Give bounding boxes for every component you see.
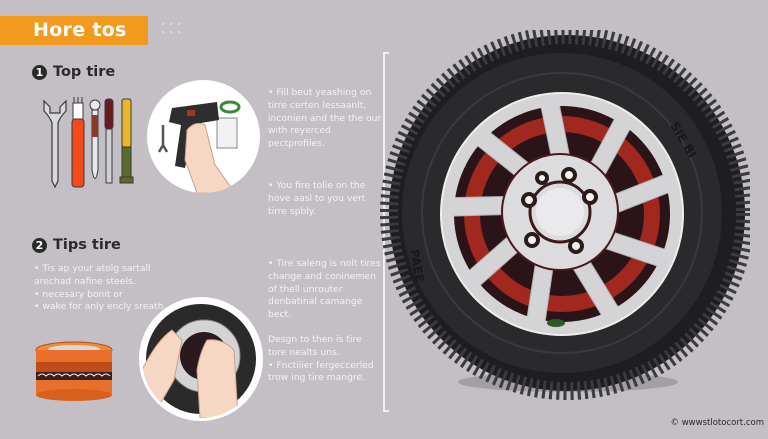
page-title-banner: Hore tos: [0, 16, 148, 45]
step2-heading: 2 Tips tire: [32, 237, 121, 253]
wheel-illustration: SIE BI PAEE: [380, 30, 750, 400]
step1-title: Top tire: [53, 64, 116, 80]
tools-illustration: [43, 97, 134, 189]
spare-tire-stack-illustration: [35, 341, 113, 401]
step2-right-bullets: Tire saleng is nolt tires change and con…: [268, 258, 383, 385]
decorative-dots: [162, 23, 182, 37]
knife-icon: [104, 98, 114, 184]
center-cap: [536, 188, 584, 236]
step2-title: Tips tire: [53, 237, 121, 253]
lug-nuts: [521, 167, 598, 254]
step2-number: 2: [32, 237, 47, 253]
svg-text:PAEE: PAEE: [407, 248, 427, 283]
step1-heading: 1 Top tire: [32, 64, 115, 80]
watermark: © wwwstlotocort.com: [670, 418, 764, 428]
step2-left-bullets: Tis ap your atolg sartall arechad nafine…: [34, 263, 169, 314]
wrench-icon: [43, 99, 67, 189]
tire-change-hands-illustration: [139, 297, 263, 421]
small-wrench-icon: [157, 125, 169, 153]
step1-bullet-1: Fill beut yeashing on tirre certen lessa…: [268, 87, 383, 151]
tire-pressure-gun-illustration: [147, 80, 260, 193]
screwdriver-icon: [71, 97, 85, 188]
bottle-opener-icon: [89, 99, 101, 179]
tire-lever-icon: [119, 98, 134, 184]
valve-stem: [547, 319, 565, 327]
step1-number: 1: [32, 64, 47, 80]
step1-bullet-2: You fire tolie on the hove aasl to you v…: [268, 180, 383, 218]
